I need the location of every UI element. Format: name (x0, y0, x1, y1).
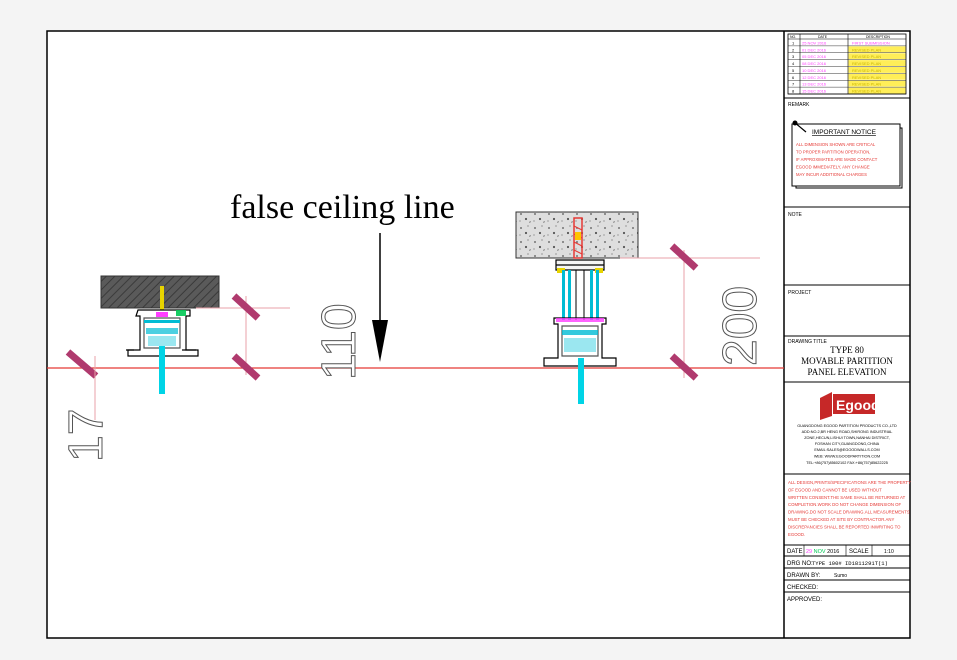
company-line: EMAIL:SALES@EGOODWALLS.COM (814, 448, 879, 452)
rev-row-desc: REVISED PLAN (852, 61, 881, 66)
project-label: PROJECT (788, 290, 811, 296)
drawn-by-label: DRAWN BY: (787, 573, 821, 579)
drawing-title-line-2: MOVABLE PARTITION (801, 356, 893, 366)
company-line: GUANGDONG EGOOD PARTITION PRODUCTS CO.,L… (797, 424, 897, 428)
dimension-200: 200 (620, 243, 768, 381)
dimension-17: 17 (60, 349, 114, 463)
dimension-110-text: 110 (313, 303, 366, 380)
logo-text: Egood (836, 397, 880, 413)
approved-label: APPROVED: (787, 597, 822, 603)
rev-row-no: 1 (792, 40, 795, 45)
remark-label: REMARK (788, 102, 810, 108)
copyright-notice: ALL DESIGN,PRINTS/SPECIFICATIONS ARE THE… (788, 480, 911, 537)
copyright-line: MUST BE CHECKED AT SITE BY CONTRACTOR.AN… (788, 517, 894, 522)
notice-lines: ALL DIMENSION SHOWN ARE CRITICAL TO PROPE… (796, 142, 878, 177)
notice-line: EGOOD IMMEDIATELY, ANY CHANGE (796, 165, 870, 170)
rev-row-no: 8 (792, 89, 795, 94)
right-track-detail (515, 211, 639, 404)
copyright-line: WRITTEN CONSENT.THE SAME SHALL BE RETURN… (788, 495, 906, 500)
copyright-line: DRAWING.DO NOT SCALE DRAWING.ALL MEASURE… (788, 510, 910, 515)
company-line: ADD:NO.2,BR HENG ROAD,SHIRONG INDUSTRIAL (802, 430, 893, 434)
rev-row-no: 3 (792, 54, 795, 59)
drg-no-label: DRG NO: (787, 561, 813, 567)
dimension-110: 110 (196, 293, 367, 381)
rev-row-desc: FIRST SUBMISSION (852, 40, 890, 45)
company-info: GUANGDONG EGOOD PARTITION PRODUCTS CO.,L… (797, 424, 897, 465)
important-notice: IMPORTANT NOTICE ALL DIMENSION SHOWN ARE… (791, 120, 903, 189)
title-block: NO. DATE DESCRIPTION 1 25 NOV 2016 FIRST S… (784, 33, 911, 603)
rev-row-no: 7 (792, 82, 795, 87)
copyright-line: ALL DESIGN,PRINTS/SPECIFICATIONS ARE THE… (788, 480, 911, 485)
rev-row-date: 12 DEC 2016 (802, 75, 827, 80)
copyright-line: DISCREPANCIES SHALL BE REPORTED INWRITIN… (788, 524, 901, 529)
rev-row-date: 13 DEC 2016 (802, 82, 827, 87)
rev-row-date: 05 DEC 2016 (802, 54, 827, 59)
rev-header-desc: DESCRIPTION (866, 35, 890, 39)
company-line: ZONE,HECUN,LISHUI TOWN,NANHAI DISTRICT, (804, 436, 890, 440)
drawing-frame (46, 30, 911, 639)
rev-row-date: 08 DEC 2016 (802, 61, 827, 66)
rev-row-date: 10 DEC 2016 (802, 68, 827, 73)
notice-line: ALL DIMENSION SHOWN ARE CRITICAL (796, 142, 876, 147)
rev-row-date: 25 NOV 2016 (802, 40, 827, 45)
rev-row-desc: REVISED PLAN (852, 54, 881, 59)
checked-label: CHECKED: (787, 585, 818, 591)
rev-header-no: NO. (790, 35, 796, 39)
copyright-line: OF EGOOD AND CANNOT BE USED WITHOUT (788, 487, 882, 492)
drawn-by-value: Sumo (834, 573, 847, 579)
date-label: DATE (787, 549, 803, 555)
company-line: WEB: WWW.EGOODPARTITION.COM (814, 455, 880, 459)
drg-no-value: TYPE 100# ID1811291T(1) (812, 560, 888, 567)
rev-row-date: 01 DEC 2016 (802, 47, 827, 52)
note-label: NOTE (788, 212, 803, 218)
company-line: FOSHAN CITY,GUANGDONG,CHINA (815, 442, 880, 446)
dimension-17-text: 17 (60, 409, 113, 462)
revision-table: NO. DATE DESCRIPTION 1 25 NOV 2016 FIRST S… (787, 33, 907, 95)
scale-value: 1:10 (884, 549, 894, 555)
false-ceiling-annotation: false ceiling line (230, 189, 455, 226)
rev-row-no: 5 (792, 68, 795, 73)
date-value: 29 NOV 2016 (806, 549, 839, 555)
drawing-title-label: DRAWING TITLE (788, 339, 828, 345)
drawing-title-line-1: TYPE 80 (830, 345, 864, 355)
drawing-title-line-3: PANEL ELEVATION (808, 367, 887, 377)
rev-header-date: DATE (818, 35, 828, 39)
rev-row-desc: REVISED PLAN (852, 68, 881, 73)
rev-row-desc: REVISED PLAN (852, 75, 881, 80)
notice-pin-icon (792, 120, 807, 133)
notice-line: MAY INCUR ADDITIONAL CHARGES (796, 172, 867, 177)
copyright-line: EGOOD. (788, 532, 805, 537)
notice-title: IMPORTANT NOTICE (812, 129, 877, 136)
left-track-detail (100, 275, 220, 394)
annotation-arrow (372, 233, 388, 362)
notice-line: IF APPROXIMATES ARE MADE CONTACT (796, 157, 878, 162)
revision-rows: 1 25 NOV 2016 FIRST SUBMISSION 2 01 DEC 2016… (788, 40, 906, 95)
notice-line: TO PROPER PARTITION OPERATION, (796, 150, 870, 155)
rev-row-desc: REVISED PLAN (852, 47, 881, 52)
rev-row-no: 4 (792, 61, 795, 66)
company-line: TEL:+86(757)85602102 FAX:+86(757)8562222… (806, 461, 888, 465)
egood-logo: Egood (820, 392, 880, 420)
copyright-line: COMPLETION.WORK DO NOT CHANGE DIMENSION … (788, 502, 901, 507)
scale-label: SCALE (849, 549, 869, 555)
rev-row-no: 2 (792, 47, 795, 52)
dimension-200-text: 200 (714, 286, 767, 366)
rev-row-no: 6 (792, 75, 795, 80)
rev-row-date: 15 DEC 2016 (802, 89, 827, 94)
rev-row-desc: REVISED PLAN (852, 82, 881, 87)
rev-row-desc: REVISED PLAN (852, 89, 881, 94)
